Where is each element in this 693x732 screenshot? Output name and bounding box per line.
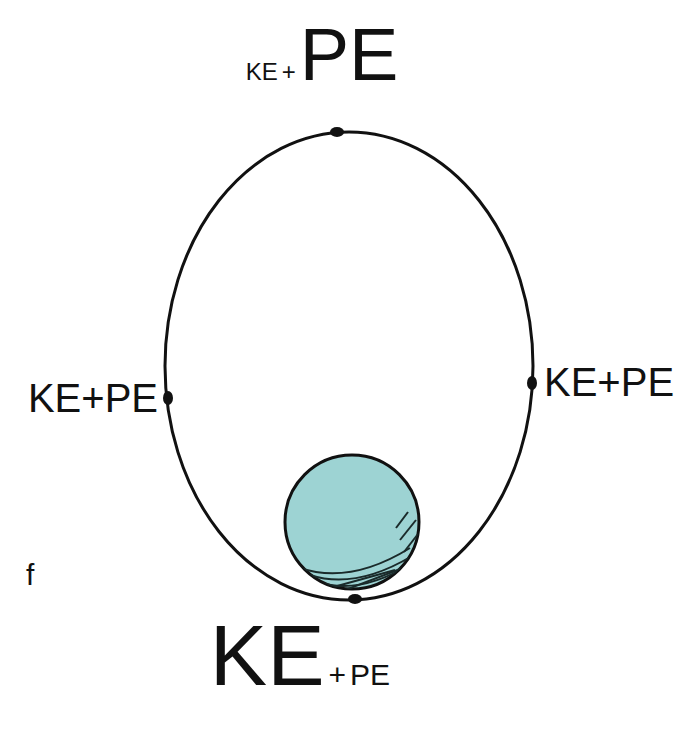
label-part: + bbox=[282, 60, 296, 84]
energy-label-apoapsis: KE+PE bbox=[246, 18, 399, 92]
label-part: KE bbox=[246, 60, 278, 84]
energy-label-periapsis: KE+PE bbox=[210, 612, 390, 698]
label-part: PE bbox=[300, 18, 399, 92]
energy-label-right: KE+PE bbox=[544, 362, 674, 402]
energy-label-left: KE+PE bbox=[28, 378, 158, 418]
shade-stroke bbox=[400, 520, 416, 540]
orbit-point bbox=[527, 376, 537, 390]
label-part: KE bbox=[210, 612, 325, 698]
shade-stroke bbox=[396, 512, 408, 528]
shade-stroke bbox=[310, 556, 412, 580]
label-part: PE bbox=[350, 660, 390, 690]
cut-off-letter: f bbox=[26, 560, 34, 590]
orbit-point bbox=[330, 127, 344, 137]
shade-stroke bbox=[404, 534, 418, 552]
shade-stroke bbox=[330, 570, 395, 588]
orbit-point bbox=[348, 594, 362, 604]
planet-shading bbox=[300, 512, 418, 592]
orbit-ellipse bbox=[165, 132, 533, 600]
label-part: + bbox=[329, 660, 347, 690]
orbit-point bbox=[163, 391, 173, 405]
shade-stroke bbox=[340, 566, 408, 592]
